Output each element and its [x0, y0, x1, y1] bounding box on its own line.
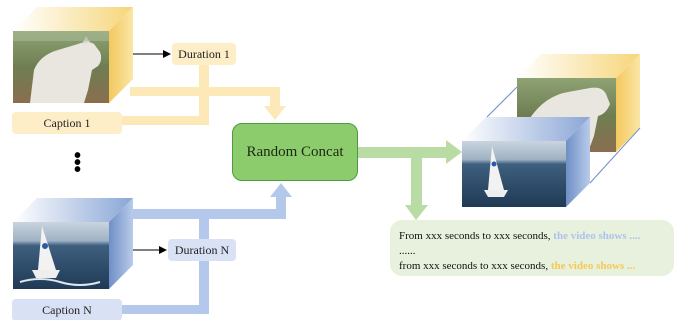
vertical-ellipsis-icon: ••• [74, 145, 82, 181]
output-line-1: From xxx seconds to xxx seconds, the vid… [399, 229, 674, 244]
output-sailboat-image [462, 141, 566, 207]
clip-n-side-face [109, 198, 133, 289]
clip-n-top-face [13, 198, 133, 222]
output-clips [462, 54, 641, 207]
output-line-2: ...... [399, 245, 416, 257]
output-clip-1-top [517, 54, 640, 78]
green-flow [358, 140, 462, 220]
output-caption-box: From xxx seconds to xxx seconds, the vid… [390, 220, 674, 276]
output-line-3-highlight: the video shows ... [550, 260, 636, 272]
clip-1-top-face [13, 7, 133, 31]
caption-n-label: Caption N [12, 299, 122, 320]
sailboat-image [13, 222, 109, 289]
output-line-1-highlight: the video shows .... [553, 230, 641, 242]
video-clip-1 [13, 7, 133, 103]
duration-n-label: Duration N [168, 239, 236, 261]
yellow-flow [122, 65, 286, 125]
caption-1-label: Caption 1 [12, 112, 122, 134]
output-line-1-prefix: From xxx seconds to xxx seconds, [399, 230, 554, 242]
output-line-3: from xxx seconds to xxx seconds, the vid… [399, 259, 674, 274]
output-clip-1-side [616, 54, 640, 152]
random-concat-box: Random Concat [232, 123, 358, 181]
blue-flow [122, 183, 292, 314]
clip-1-side-face [109, 7, 133, 103]
output-line-3-prefix: from xxx seconds to xxx seconds, [399, 260, 551, 272]
video-clip-n [13, 198, 133, 289]
horse-icon [30, 42, 102, 103]
duration-1-label: Duration 1 [172, 43, 236, 65]
output-clip-n-side [566, 117, 590, 207]
output-clip-n-top [462, 117, 590, 141]
